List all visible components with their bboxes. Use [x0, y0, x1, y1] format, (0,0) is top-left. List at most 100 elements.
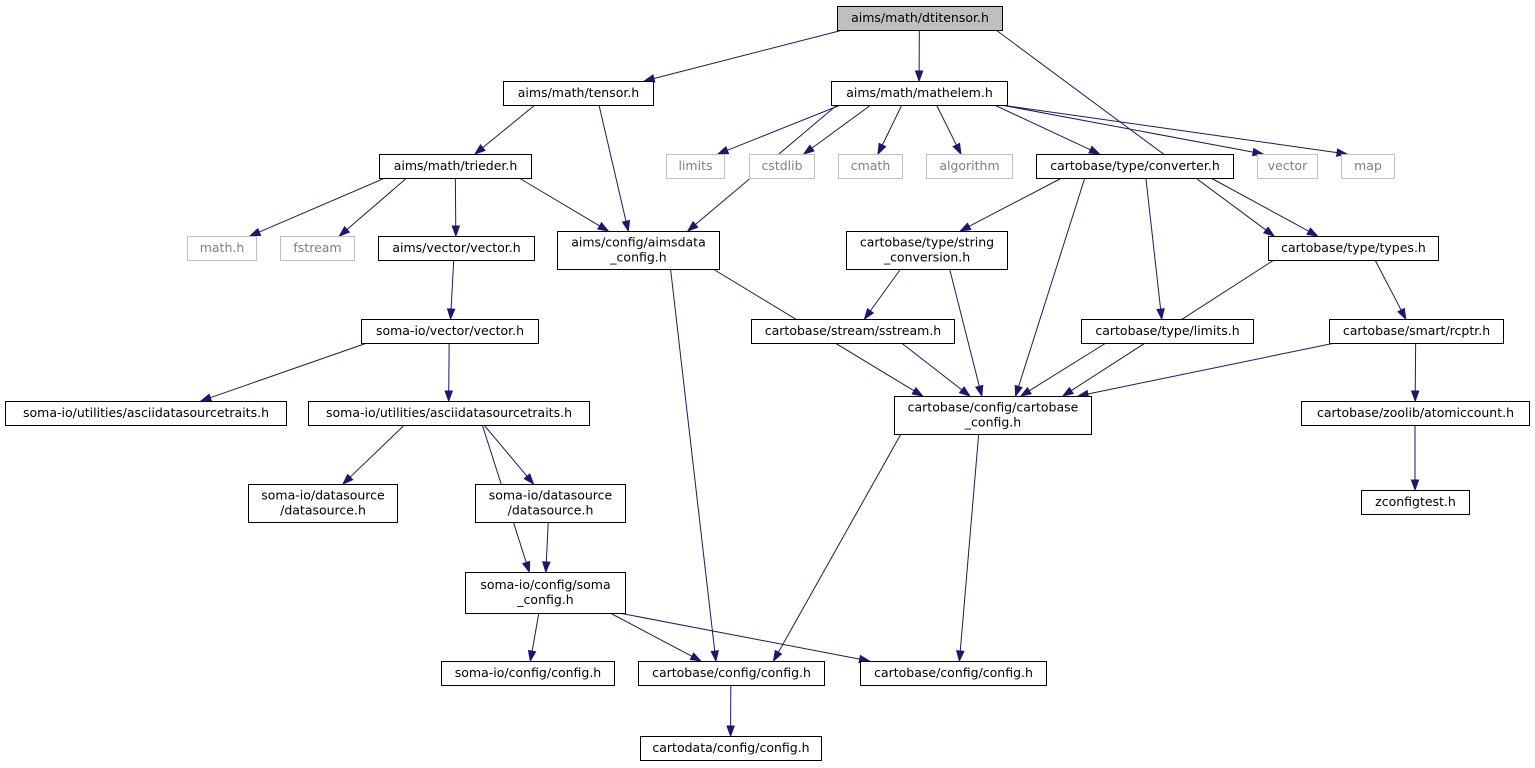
- node-math-h[interactable]: math.h: [187, 236, 257, 261]
- node-box: [751, 319, 955, 344]
- node-sstream[interactable]: cartobase/stream/sstream.h: [751, 319, 955, 344]
- node-somaio-vector[interactable]: soma-io/vector/vector.h: [361, 319, 539, 344]
- edge-mathelem-to-limits: [727, 104, 841, 151]
- node-layer: aims/math/dtitensor.h aims/math/tensor.h a…: [5, 6, 1530, 761]
- edge-converter-to-type-limits: [1145, 177, 1162, 310]
- node-cartodata-config[interactable]: cartodata/config/config.h: [640, 736, 822, 761]
- node-box: [248, 484, 398, 523]
- node-type-limits[interactable]: cartobase/type/limits.h: [1081, 319, 1254, 344]
- node-cmath[interactable]: cmath: [838, 154, 903, 179]
- node-label: aims/vector/vector.h: [392, 240, 520, 255]
- edge-mathelem-to-algorithm: [936, 104, 957, 146]
- node-cartobase-config-h-1[interactable]: cartobase/config/config.h: [638, 661, 825, 686]
- edge-arrowhead: [1410, 479, 1420, 492]
- node-algorithm[interactable]: algorithm: [926, 154, 1013, 179]
- edge-mathelem-to-vector-std: [1000, 104, 1254, 153]
- node-label: _config.h: [609, 250, 666, 265]
- node-datasource-b[interactable]: soma-io/datasource/datasource.h: [475, 484, 626, 523]
- edge-arrowhead: [877, 142, 887, 156]
- node-label: cartobase/type/types.h: [1281, 240, 1426, 255]
- edge-arrowhead: [689, 652, 703, 662]
- node-aims-vector[interactable]: aims/vector/vector.h: [378, 236, 535, 261]
- node-converter[interactable]: cartobase/type/converter.h: [1036, 154, 1234, 179]
- edge-arrowhead: [338, 225, 351, 237]
- node-soma-config[interactable]: soma-io/config/soma_config.h: [465, 572, 626, 614]
- node-ascii-mid[interactable]: soma-io/utilities/asciidatasourcetraits.…: [308, 401, 590, 426]
- node-types[interactable]: cartobase/type/types.h: [1268, 236, 1439, 261]
- node-cartobase-config-h-2[interactable]: cartobase/config/config.h: [860, 661, 1047, 686]
- node-box: [894, 396, 1092, 435]
- node-box: [860, 661, 1047, 686]
- node-box: [557, 231, 720, 270]
- node-label: cartobase/zoolib/atomiccount.h: [1317, 405, 1514, 420]
- node-label: cartobase/type/string: [860, 235, 994, 250]
- node-dtitensor[interactable]: aims/math/dtitensor.h: [837, 6, 1003, 31]
- node-cstdlib[interactable]: cstdlib: [749, 154, 815, 179]
- edge-arrowhead: [248, 227, 262, 237]
- node-tensor[interactable]: aims/math/tensor.h: [503, 81, 654, 106]
- node-box: [846, 231, 1008, 270]
- node-zconfigtest[interactable]: zconfigtest.h: [1361, 490, 1470, 515]
- node-limits[interactable]: limits: [666, 154, 725, 179]
- node-box: [280, 236, 355, 261]
- node-cartobase-config[interactable]: cartobase/config/cartobase_config.h: [894, 396, 1092, 435]
- edge-string-conversion-to-cartobase-config: [949, 268, 980, 387]
- edge-arrowhead: [1397, 307, 1407, 321]
- node-box: [441, 661, 615, 686]
- node-label: map: [1354, 158, 1382, 173]
- edge-string-conversion-to-sstream: [869, 268, 902, 312]
- node-label: aims/math/tensor.h: [518, 85, 639, 100]
- edge-arrowhead: [772, 649, 783, 663]
- node-box: [1301, 401, 1530, 426]
- edge-somaio-vector-to-ascii-left: [210, 342, 368, 399]
- node-box: [749, 154, 815, 179]
- node-box: [638, 661, 825, 686]
- edge-converter-to-types: [1210, 177, 1309, 232]
- node-label: soma-io/datasource: [261, 488, 385, 503]
- edge-arrowhead: [710, 650, 719, 663]
- edge-trieder-to-aimsdata-config: [518, 177, 600, 227]
- edge-arrowhead: [341, 473, 354, 486]
- node-trieder[interactable]: aims/math/trieder.h: [379, 154, 532, 179]
- node-label: fstream: [293, 240, 341, 255]
- node-box: [1361, 490, 1470, 515]
- edge-soma-config-to-somaio-config: [531, 612, 540, 652]
- node-box: [5, 401, 287, 426]
- node-label: soma-io/utilities/asciidatasourcetraits.…: [326, 405, 572, 420]
- node-label: soma-io/config/config.h: [455, 665, 601, 680]
- edge-arrowhead: [1088, 145, 1101, 155]
- node-string-conversion[interactable]: cartobase/type/string_conversion.h: [846, 231, 1008, 270]
- edge-arrowhead: [523, 473, 535, 486]
- node-label: cartobase/type/converter.h: [1050, 158, 1220, 173]
- node-fstream[interactable]: fstream: [280, 236, 355, 261]
- edge-arrowhead: [1156, 308, 1165, 321]
- node-mathelem[interactable]: aims/math/mathelem.h: [831, 81, 1008, 106]
- edge-ascii-mid-to-datasource-b: [483, 424, 528, 477]
- edge-converter-to-string-conversion: [968, 177, 1062, 227]
- edge-arrowhead: [527, 649, 537, 663]
- edge-arrowhead: [952, 142, 962, 156]
- node-ascii-left[interactable]: soma-io/utilities/asciidatasourcetraits.…: [5, 401, 287, 426]
- node-somaio-config[interactable]: soma-io/config/config.h: [441, 661, 615, 686]
- node-label: soma-io/vector/vector.h: [376, 323, 524, 338]
- node-atomiccount[interactable]: cartobase/zoolib/atomiccount.h: [1301, 401, 1530, 426]
- edge-arrowhead: [958, 222, 972, 232]
- node-aimsdata-config[interactable]: aims/config/aimsdata_config.h: [557, 231, 720, 270]
- node-box: [361, 319, 539, 344]
- node-rcptr[interactable]: cartobase/smart/rcptr.h: [1329, 319, 1504, 344]
- edge-soma-config-to-cartobase-config-h-2: [618, 612, 860, 660]
- node-label: _config.h: [516, 592, 573, 607]
- node-box: [1036, 154, 1234, 179]
- node-datasource-a[interactable]: soma-io/datasource/datasource.h: [248, 484, 398, 523]
- node-map[interactable]: map: [1341, 154, 1395, 179]
- node-label: _conversion.h: [883, 250, 970, 265]
- node-label: aims/math/mathelem.h: [846, 85, 993, 100]
- edge-cartobase-config-to-cartobase-config-h-2: [959, 433, 980, 652]
- edge-arrowhead: [542, 561, 551, 574]
- edge-arrowhead: [958, 386, 971, 397]
- node-label: soma-io/config/soma: [480, 577, 610, 592]
- node-vector-std[interactable]: vector: [1257, 154, 1318, 179]
- edge-aims-vector-to-somaio-vector: [450, 259, 455, 310]
- node-label: vector: [1268, 158, 1309, 173]
